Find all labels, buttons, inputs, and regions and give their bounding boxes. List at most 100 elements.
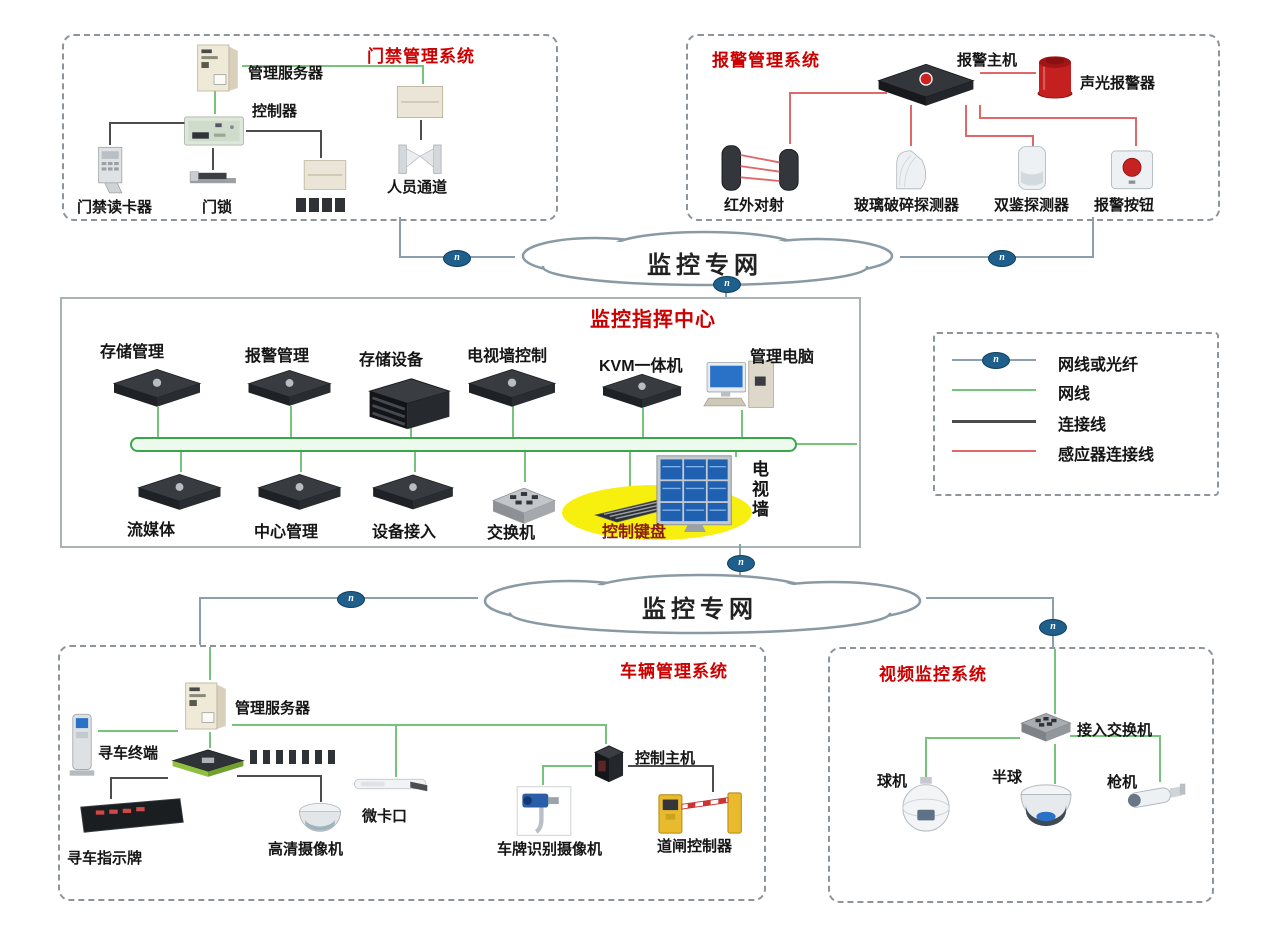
streaming-label: 流媒体 bbox=[127, 522, 176, 539]
keypad-device-icon bbox=[302, 158, 348, 192]
alarm-host-label: 报警主机 bbox=[957, 52, 1018, 69]
sensor-line bbox=[1135, 117, 1137, 146]
device-access-server-icon bbox=[367, 472, 459, 513]
net-line bbox=[1070, 735, 1159, 737]
net-line bbox=[512, 405, 514, 437]
conn-line bbox=[110, 777, 168, 779]
tvwall-ctrl-label: 电视墙控制 bbox=[467, 348, 548, 365]
glass-label: 玻璃破碎探测器 bbox=[854, 197, 960, 214]
access-switch-icon bbox=[1018, 709, 1074, 746]
checkpoint-label: 微卡口 bbox=[362, 808, 408, 825]
net-line bbox=[232, 724, 605, 726]
legend-fiber-label: 网线或光纤 bbox=[1058, 357, 1139, 374]
dual-detector-icon bbox=[1012, 144, 1052, 192]
alarm-mgmt-label: 报警管理 bbox=[245, 348, 310, 365]
ball-cam-label: 球机 bbox=[877, 773, 908, 790]
barrier-gate-icon bbox=[654, 789, 752, 835]
net-line bbox=[925, 737, 1020, 739]
vehicle-system-box: 车辆管理系统 管理服务器 寻车终端 寻车指示牌 高清摄像机 微卡口 车牌 bbox=[58, 645, 766, 901]
sensor-line bbox=[965, 135, 1032, 137]
alarm-system-box: 报警管理系统 报警主机 声光报警器 红外对射 玻璃破碎探测器 双鉴探测器 报警按… bbox=[686, 34, 1220, 221]
conn-line bbox=[712, 765, 714, 792]
net-line bbox=[157, 407, 159, 437]
glass-break-detector-icon bbox=[886, 146, 936, 192]
server-label: 管理服务器 bbox=[248, 65, 324, 82]
management-server-icon bbox=[178, 680, 232, 732]
turnstile-icon bbox=[394, 140, 446, 176]
network-cloud-bottom bbox=[483, 573, 922, 635]
legend-sensor-label: 感应器连接线 bbox=[1058, 447, 1155, 464]
card-reader-icon bbox=[94, 145, 128, 196]
storage-dev-label: 存储设备 bbox=[359, 352, 424, 369]
net-line bbox=[629, 449, 631, 489]
bullet-cam-label: 枪机 bbox=[1107, 774, 1138, 791]
fiber-line bbox=[199, 597, 201, 645]
net-line bbox=[209, 732, 211, 748]
sensor-line bbox=[979, 117, 1135, 119]
indicator-bar bbox=[322, 198, 332, 212]
net-line bbox=[605, 724, 607, 744]
net-line bbox=[925, 737, 927, 779]
checkpoint-camera-icon bbox=[352, 773, 437, 795]
alarm-system-title: 报警管理系统 bbox=[712, 51, 820, 70]
fiber-node-icon: n bbox=[1039, 619, 1067, 636]
server-label: 管理服务器 bbox=[235, 700, 311, 717]
storage-device-icon bbox=[362, 374, 457, 433]
indicator-bar bbox=[302, 750, 309, 764]
tvwall-ctrl-server-icon bbox=[462, 367, 562, 410]
streaming-server-icon bbox=[132, 472, 227, 513]
storage-mgmt-server-icon bbox=[107, 367, 207, 410]
green-switch-icon bbox=[168, 746, 248, 780]
fiber-node-icon: n bbox=[337, 591, 365, 608]
video-system-box: 视频监控系统 接入交换机 球机 半球 枪机 bbox=[828, 647, 1214, 903]
indicator-bar bbox=[263, 750, 270, 764]
net-line bbox=[735, 449, 737, 457]
ctrl-host-label: 控制主机 bbox=[635, 750, 696, 767]
door-lock-icon bbox=[188, 170, 238, 186]
tv-wall-label: 电视墙 bbox=[749, 460, 768, 520]
conn-line bbox=[110, 777, 112, 799]
fiber-node-icon: n bbox=[727, 555, 755, 572]
half-dome-camera-icon bbox=[1018, 782, 1074, 828]
indicator-bar bbox=[289, 750, 296, 764]
hd-cam-label: 高清摄像机 bbox=[268, 841, 344, 858]
net-line bbox=[422, 65, 424, 84]
fiber-node-icon: n bbox=[982, 352, 1010, 369]
fiber-line bbox=[926, 597, 1054, 599]
net-line bbox=[795, 443, 857, 445]
conn-line bbox=[109, 122, 111, 145]
legend-cable-label: 网线 bbox=[1058, 386, 1091, 403]
access-control-system-box: 门禁管理系统 管理服务器 控制器 门禁读卡器 门锁 人员通道 bbox=[62, 34, 558, 221]
button-label: 报警按钮 bbox=[1094, 197, 1155, 214]
command-center-title: 监控指挥中心 bbox=[590, 309, 716, 331]
reader-label: 门禁读卡器 bbox=[77, 199, 153, 216]
legend-sensor-line bbox=[952, 450, 1036, 452]
controller-board-icon bbox=[182, 114, 246, 148]
gate-panel-icon bbox=[394, 84, 446, 120]
center-mgmt-label: 中心管理 bbox=[254, 524, 319, 541]
indicator-bar bbox=[328, 750, 335, 764]
sensor-line bbox=[965, 105, 967, 135]
sensor-line bbox=[980, 72, 1036, 74]
barrier-label: 道闸控制器 bbox=[657, 838, 733, 855]
conn-line bbox=[628, 765, 712, 767]
management-server-icon bbox=[190, 42, 244, 94]
fiber-node-icon: n bbox=[988, 250, 1016, 267]
fiber-node-icon: n bbox=[713, 276, 741, 293]
legend-conn-line bbox=[952, 420, 1036, 423]
sensor-line bbox=[979, 105, 981, 117]
alarm-button-icon bbox=[1108, 146, 1156, 192]
net-line bbox=[242, 65, 424, 67]
gate-label: 人员通道 bbox=[387, 179, 448, 196]
access-switch-label: 接入交换机 bbox=[1077, 722, 1153, 739]
command-center-box: 监控指挥中心 存储管理 报警管理 存储设备 电视墙控制 KVM一体机 管理电脑 … bbox=[60, 297, 861, 548]
mgmt-pc-label: 管理电脑 bbox=[750, 349, 815, 366]
conn-line bbox=[420, 120, 422, 140]
net-line bbox=[98, 730, 178, 732]
indicator-bar bbox=[315, 750, 322, 764]
control-keyboard-label: 控制键盘 bbox=[602, 524, 667, 541]
access-system-title: 门禁管理系统 bbox=[367, 47, 475, 66]
network-cloud-top bbox=[521, 230, 894, 287]
device-access-label: 设备接入 bbox=[372, 524, 437, 541]
